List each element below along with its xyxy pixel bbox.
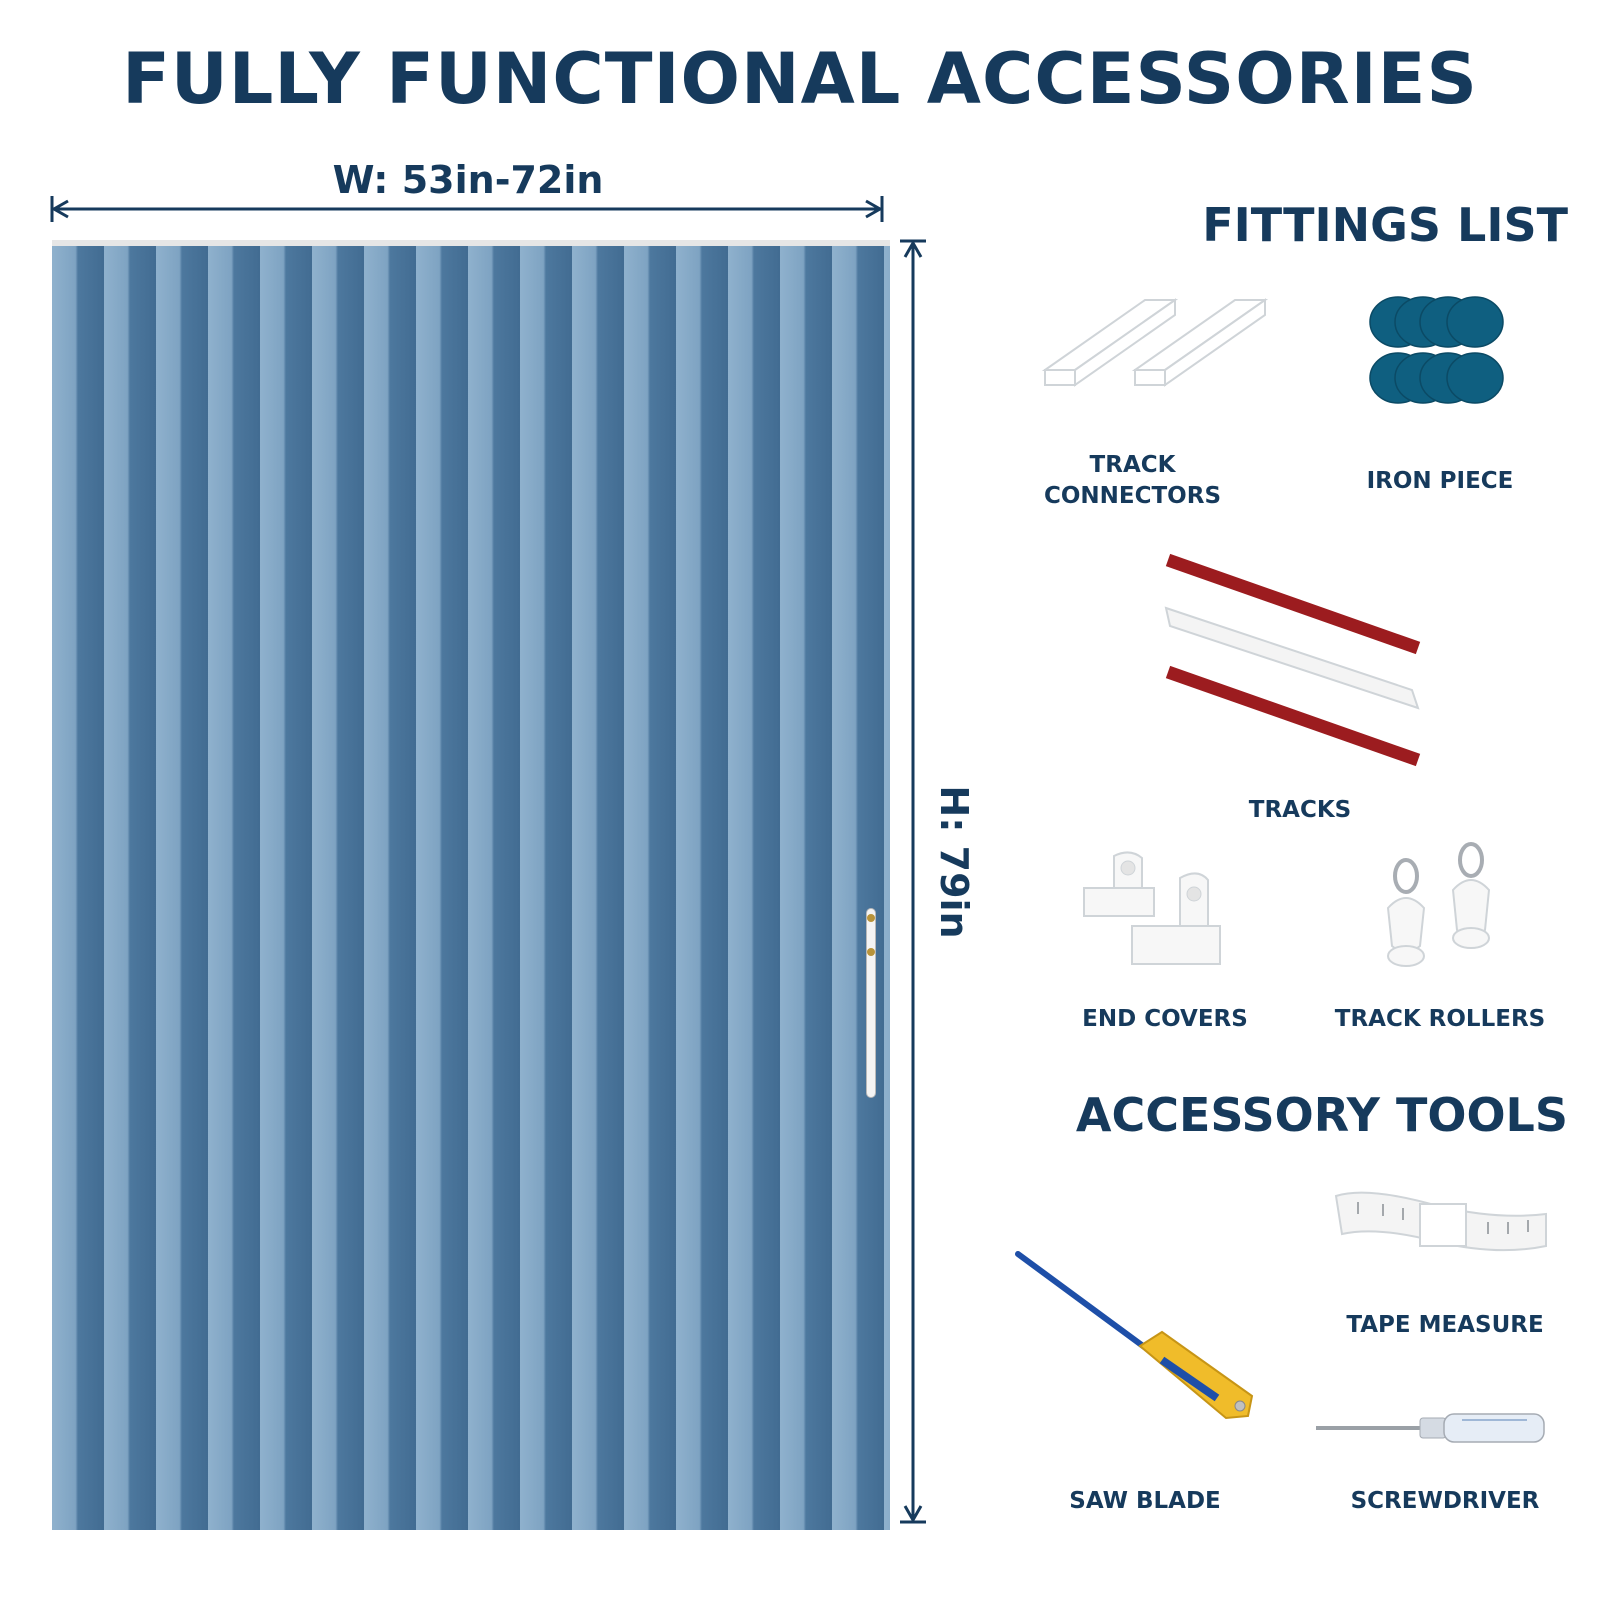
track-rollers-label: TRACK ROLLERS	[1334, 1006, 1546, 1032]
curtain-pleat	[624, 246, 676, 1530]
track-connectors-icon	[1041, 298, 1269, 387]
tape-measure-label: TAPE MEASURE	[1346, 1312, 1544, 1338]
saw-blade-icon	[1015, 1251, 1254, 1420]
height-dimension-label: H: 79in	[932, 785, 976, 939]
curtain-pleat	[728, 246, 780, 1530]
end-covers-icon	[1083, 851, 1221, 965]
height-arrow	[900, 239, 926, 1524]
screwdriver-label: SCREWDRIVER	[1350, 1488, 1540, 1514]
curtain-pleat	[208, 246, 260, 1530]
handle-screw-icon	[867, 948, 875, 956]
pleated-curtain	[52, 240, 890, 1530]
track-connectors-label: TRACK CONNECTORS	[1043, 452, 1222, 509]
tape-measure-icon	[1334, 1191, 1547, 1252]
curtain-pleat	[156, 246, 208, 1530]
accessory-tools-heading: ACCESSORY TOOLS	[1075, 1088, 1568, 1142]
curtain-pleat	[468, 246, 520, 1530]
curtain-pleat	[364, 246, 416, 1530]
curtain-pleat	[884, 246, 890, 1530]
iron-piece-label: IRON PIECE	[1366, 468, 1514, 494]
saw-blade-label: SAW BLADE	[1069, 1488, 1221, 1514]
curtain-pleat	[780, 246, 832, 1530]
curtain-pleat	[104, 246, 156, 1530]
curtain-pleat	[572, 246, 624, 1530]
end-covers-label: END COVERS	[1082, 1006, 1248, 1032]
page-title: FULLY FUNCTIONAL ACCESSORIES	[122, 38, 1478, 120]
width-dimension-label: W: 53in-72in	[332, 158, 604, 202]
screwdriver-icon	[1316, 1413, 1545, 1443]
tracks-label: TRACKS	[1248, 797, 1352, 823]
curtain-pleats	[52, 246, 890, 1530]
curtain-pleat	[260, 246, 312, 1530]
fittings-list-heading: FITTINGS LIST	[1202, 198, 1568, 252]
curtain-pleat	[416, 246, 468, 1530]
curtain-pleat	[832, 246, 884, 1530]
iron-piece-icon	[1369, 296, 1504, 404]
curtain-pleat	[312, 246, 364, 1530]
tracks-icon	[1164, 553, 1421, 767]
curtain-pleat	[676, 246, 728, 1530]
curtain-pleat	[520, 246, 572, 1530]
curtain-pleat	[52, 246, 104, 1530]
width-arrow	[50, 196, 884, 222]
track-rollers-icon	[1386, 842, 1491, 967]
handle-screw-icon	[867, 914, 875, 922]
curtain-handle[interactable]	[866, 908, 876, 1098]
